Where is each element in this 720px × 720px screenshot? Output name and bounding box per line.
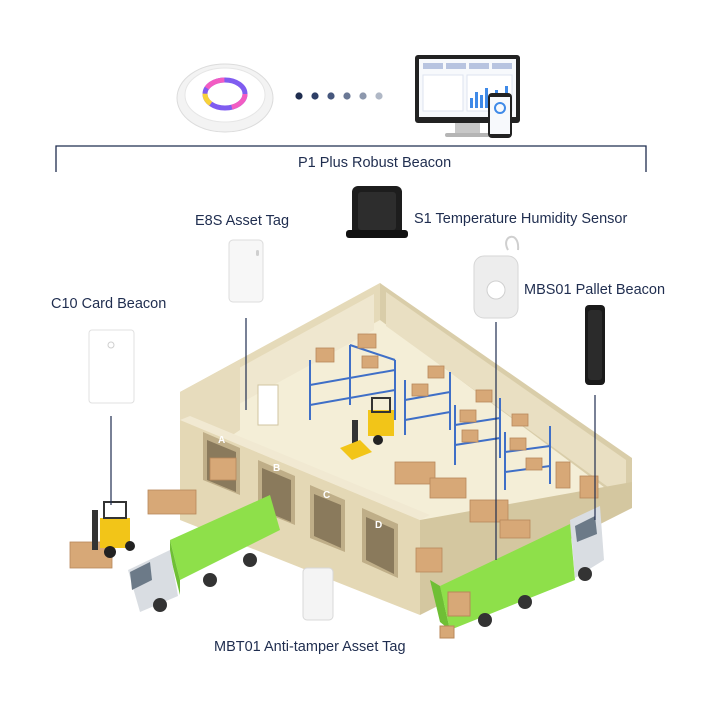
truck-left xyxy=(128,495,280,612)
mbs01-label: MBS01 Pallet Beacon xyxy=(524,282,666,298)
mbt01-label: MBT01 Anti-tamper Asset Tag xyxy=(214,639,406,655)
pallet-beacon-bar-device xyxy=(585,305,605,385)
dock-door-b-label: B xyxy=(273,463,280,474)
c10-label: C10 Card Beacon xyxy=(51,296,167,312)
dock-door-c: C xyxy=(310,485,345,552)
storage-shelves xyxy=(309,344,551,490)
gateway-label: P1 Plus Robust Beacon xyxy=(298,155,452,171)
gateway-device xyxy=(176,63,274,133)
forklift-interior xyxy=(340,397,394,460)
s1-sensor-device xyxy=(346,186,408,238)
dock-door-c-label: C xyxy=(323,490,330,501)
shelf-boxes xyxy=(315,333,571,489)
truck-right xyxy=(430,506,604,630)
mbt01-asset-tag-device xyxy=(302,567,334,621)
s1-label: S1 Temperature Humidity Sensor xyxy=(414,211,628,227)
dock-door-d-label: D xyxy=(375,520,382,531)
connection-dots xyxy=(295,92,383,100)
monitor-dashboard xyxy=(415,55,520,138)
dock-door-d: D xyxy=(362,508,398,578)
dock-door-a-label: A xyxy=(218,435,225,446)
c10-card-beacon-device xyxy=(88,329,135,404)
forklift-exterior xyxy=(92,501,135,558)
e8s-asset-tag-device xyxy=(228,239,264,303)
mbs01-pallet-beacon-device xyxy=(473,235,520,319)
loose-box xyxy=(439,625,455,639)
bracket-line xyxy=(55,145,647,172)
e8s-label: E8S Asset Tag xyxy=(195,213,290,229)
